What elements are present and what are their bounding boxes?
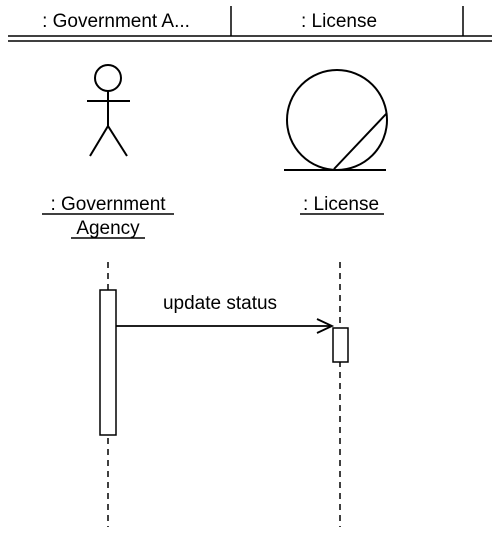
activation-bar-license[interactable]: [332, 327, 349, 363]
lifeline-name: : License: [303, 194, 379, 215]
message-update-status[interactable]: update status: [116, 293, 335, 334]
entity-icon: [284, 69, 388, 171]
header-bar: : Government A... : License: [8, 6, 492, 42]
entity-license[interactable]: : License: [284, 69, 388, 215]
lifeline-name-line-1: : Government: [50, 194, 166, 215]
lifeline-name-line-2: Agency: [76, 218, 140, 239]
actor-government-agency[interactable]: : Government Agency: [42, 64, 174, 239]
actor-icon: [87, 64, 130, 157]
message-label: update status: [163, 293, 277, 314]
message-arrowhead: [316, 318, 335, 334]
header-column-government-agency[interactable]: : Government A...: [42, 11, 190, 32]
header-column-license[interactable]: : License: [301, 11, 377, 32]
activation-bar-government-agency[interactable]: [99, 289, 117, 436]
